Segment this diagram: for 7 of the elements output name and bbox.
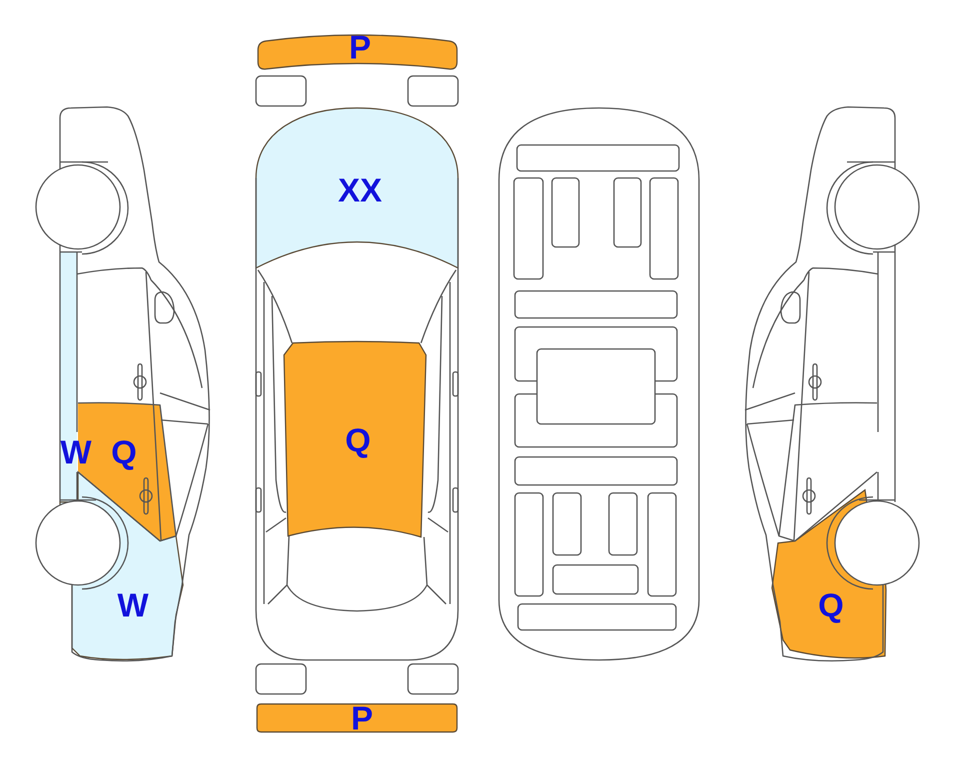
damage-code: Q bbox=[345, 424, 371, 456]
damage-code: W bbox=[117, 588, 149, 622]
damage-code: Q bbox=[818, 588, 844, 622]
damage-code: XX bbox=[338, 174, 382, 206]
damage-code: Q bbox=[111, 436, 137, 468]
damage-code: P bbox=[349, 30, 371, 64]
damage-code: P bbox=[351, 702, 373, 734]
